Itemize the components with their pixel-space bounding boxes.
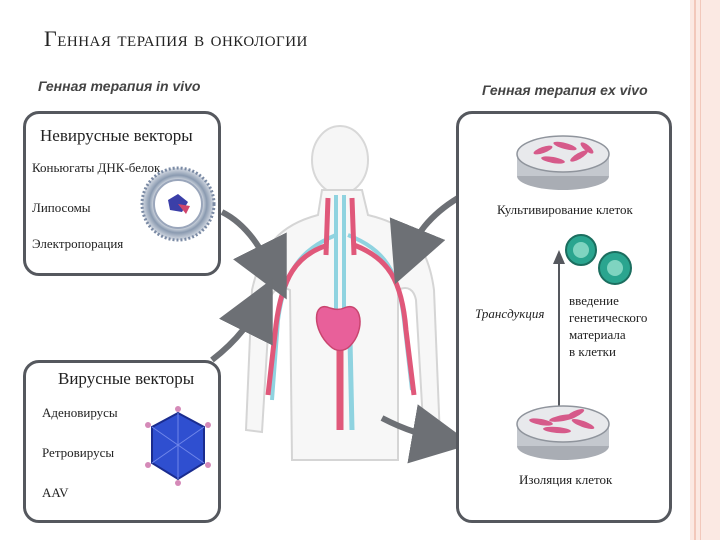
viral-item-adenovirus: Аденовирусы [42, 405, 118, 420]
page-title: Генная терапия в онкологии [44, 26, 308, 51]
ex-vivo-box: Культивирование клеток Трансдукция введе… [456, 111, 672, 523]
right-decorative-border [690, 0, 720, 540]
upward-arrow [553, 250, 565, 406]
introduction-line: введение [569, 293, 619, 308]
transduction-label: Трансдукция [475, 306, 545, 321]
cultivation-label: Культивирование клеток [497, 202, 633, 217]
isolation-label: Изоляция клеток [519, 472, 613, 487]
flow-arrows [210, 195, 472, 464]
viral-item-aav: AAV [42, 485, 69, 500]
ex-vivo-heading: Генная терапия ex vivo [482, 82, 648, 98]
heart-shape [315, 305, 361, 352]
nonviral-item-liposomes: Липосомы [32, 200, 91, 215]
introduction-line: материала [569, 327, 626, 342]
nonviral-item-electroporation: Электропорация [32, 236, 124, 251]
introduction-text: введение генетического материала в клетк… [569, 292, 647, 360]
culture-dish-bottom-icon [516, 405, 610, 460]
nonviral-vectors-box: Невирусные векторы Коньюгаты ДНК-белок Л… [23, 111, 221, 276]
viral-particles-icon [565, 234, 632, 285]
nonviral-item-conjugates: Коньюгаты ДНК-белок [32, 160, 161, 175]
viral-item-retrovirus: Ретровирусы [42, 445, 115, 460]
virus-capsid-icon [145, 406, 211, 486]
in-vivo-heading: Генная терапия in vivo [38, 78, 201, 94]
viral-vectors-box: Вирусные векторы Аденовирусы Ретровирусы… [23, 360, 221, 523]
viral-vectors-title: Вирусные векторы [58, 369, 195, 388]
decorative-line [700, 0, 701, 540]
nonviral-vectors-title: Невирусные векторы [40, 126, 193, 145]
introduction-line: в клетки [569, 344, 616, 359]
decorative-line [694, 0, 696, 540]
liposome-icon [140, 166, 216, 242]
culture-dish-top-icon [516, 135, 610, 190]
introduction-line: генетического [569, 310, 648, 325]
